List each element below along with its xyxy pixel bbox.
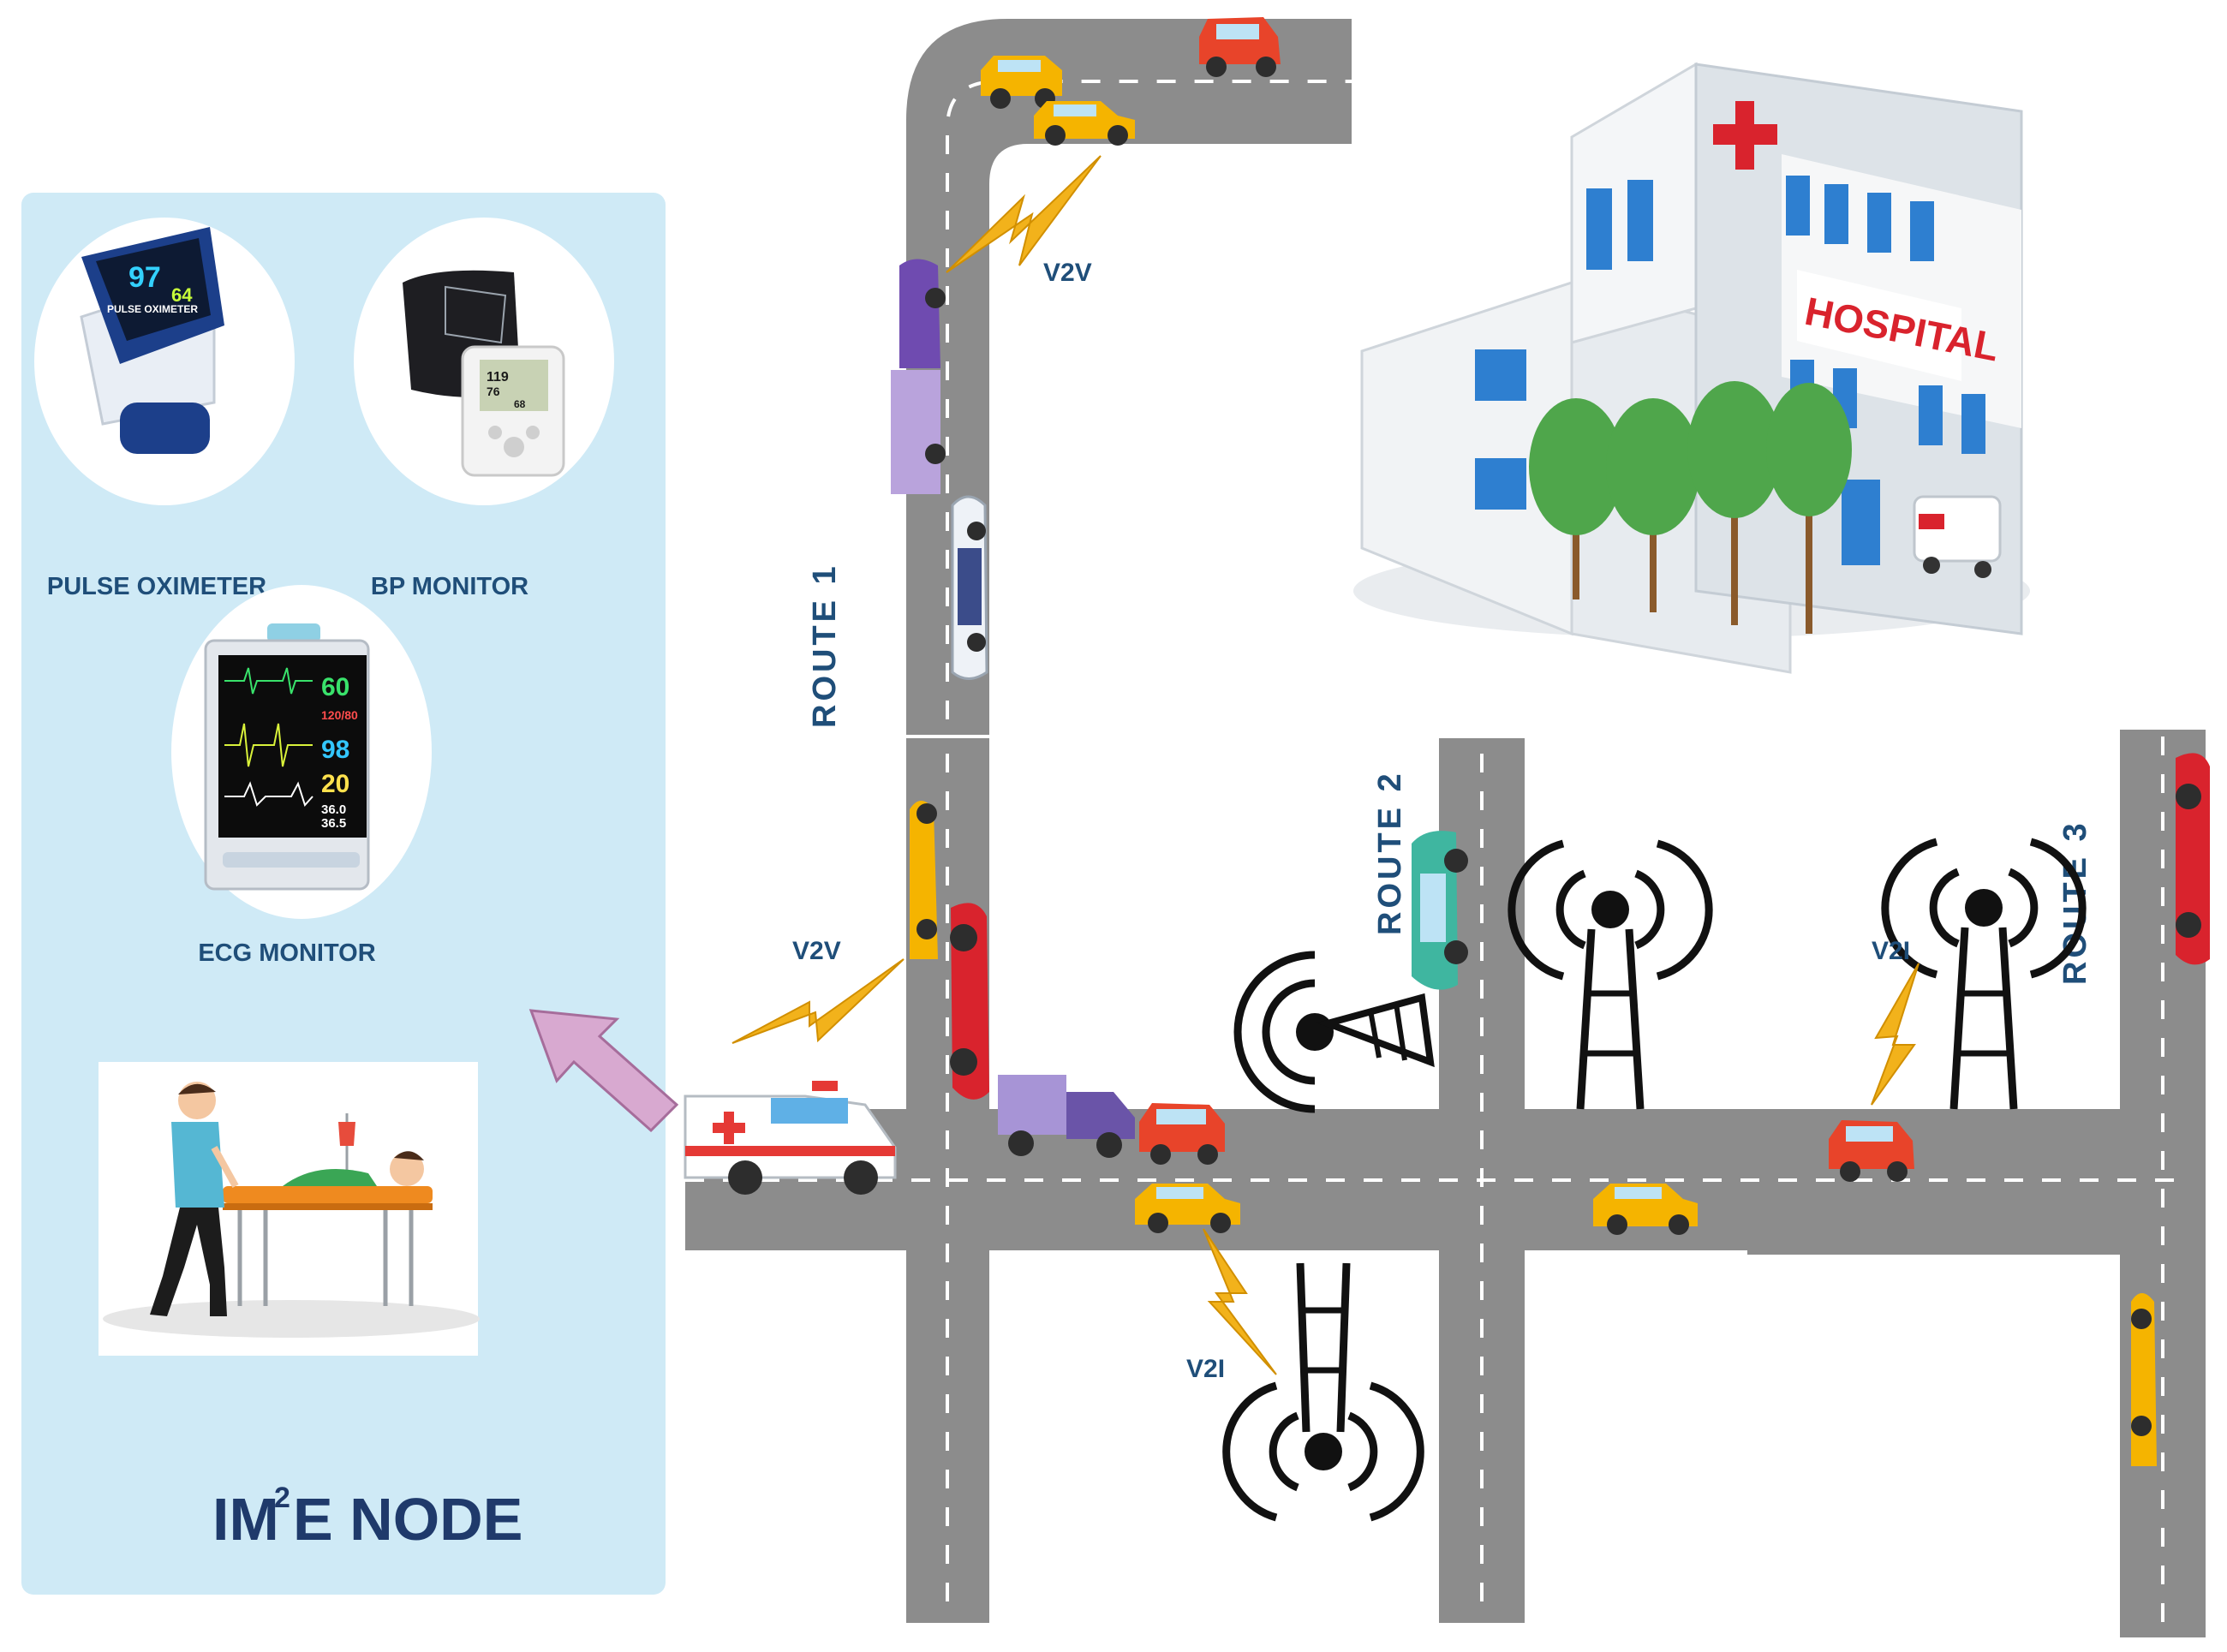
bp-systolic-value: 119 [487, 370, 509, 385]
ecg-monitor-device: 60 120/80 98 20 36.0 36.5 [171, 585, 432, 919]
ecg-bp-value: 120/80 [321, 708, 358, 722]
ecg-temp1-value: 36.0 [321, 802, 346, 817]
v2v-mid-label: V2V [792, 937, 841, 965]
wireless-link-lightning [731, 155, 1920, 1375]
ecg-temp2-value: 36.5 [321, 816, 346, 831]
cell-tower-icon [1881, 838, 2087, 1110]
ecg-resp-value: 20 [321, 770, 349, 798]
ecg-spo2-value: 98 [321, 736, 349, 764]
bp-monitor-device: 119 76 68 [354, 218, 614, 505]
pulse-oximeter-label: PULSE OXIMETER [47, 573, 266, 600]
lane-markings [685, 80, 2176, 1631]
taxi-car [910, 801, 938, 959]
node-title-main: IM [212, 1486, 279, 1553]
node-title-superscript: 2 [274, 1482, 290, 1514]
oximeter-brand-text: PULSE OXIMETER [107, 303, 198, 315]
ambulance-vehicle [684, 1081, 897, 1195]
ecg-monitor-label: ECG MONITOR [198, 939, 375, 967]
patient-transport-illustration [99, 1062, 480, 1356]
route-2-label: ROUTE 2 [1372, 770, 1408, 935]
red-car [1199, 17, 1281, 77]
cell-tower-icon [1233, 951, 1435, 1113]
oximeter-bpm-value: 64 [171, 284, 193, 306]
bp-monitor-label: BP MONITOR [371, 573, 528, 600]
taxi-car [1135, 1184, 1240, 1233]
taxi-car [981, 56, 1062, 109]
green-car [1412, 831, 1468, 990]
v2v-top-label: V2V [1043, 259, 1092, 287]
taxi-car [1593, 1184, 1698, 1235]
hospital-building: HOSPITAL [1353, 62, 2030, 674]
ecg-heart-rate-value: 60 [321, 673, 349, 701]
taxi-car [2131, 1293, 2157, 1466]
upload-arrow [528, 1009, 679, 1133]
delivery-truck [998, 1075, 1135, 1158]
bp-pulse-value: 68 [514, 398, 526, 410]
node-title-rest: E NODE [293, 1486, 522, 1553]
v2i-right-label: V2I [1872, 937, 1910, 965]
taxi-car [1034, 101, 1135, 146]
red-car [1829, 1120, 1914, 1182]
pulse-oximeter-device: 97 64 PULSE OXIMETER [34, 218, 295, 505]
red-car [1139, 1103, 1225, 1165]
cell-tower-icon [1222, 1262, 1424, 1522]
police-car [951, 495, 988, 680]
purple-van [891, 259, 946, 494]
oximeter-spo2-value: 97 [128, 261, 161, 294]
v2i-bottom-label: V2I [1186, 1355, 1225, 1383]
route-1-label: ROUTE 1 [807, 563, 843, 728]
red-sports-car [2176, 753, 2210, 965]
cell-tower-icon [1508, 839, 1713, 1110]
bp-diastolic-value: 76 [487, 385, 500, 398]
red-sports-car [950, 903, 989, 1100]
